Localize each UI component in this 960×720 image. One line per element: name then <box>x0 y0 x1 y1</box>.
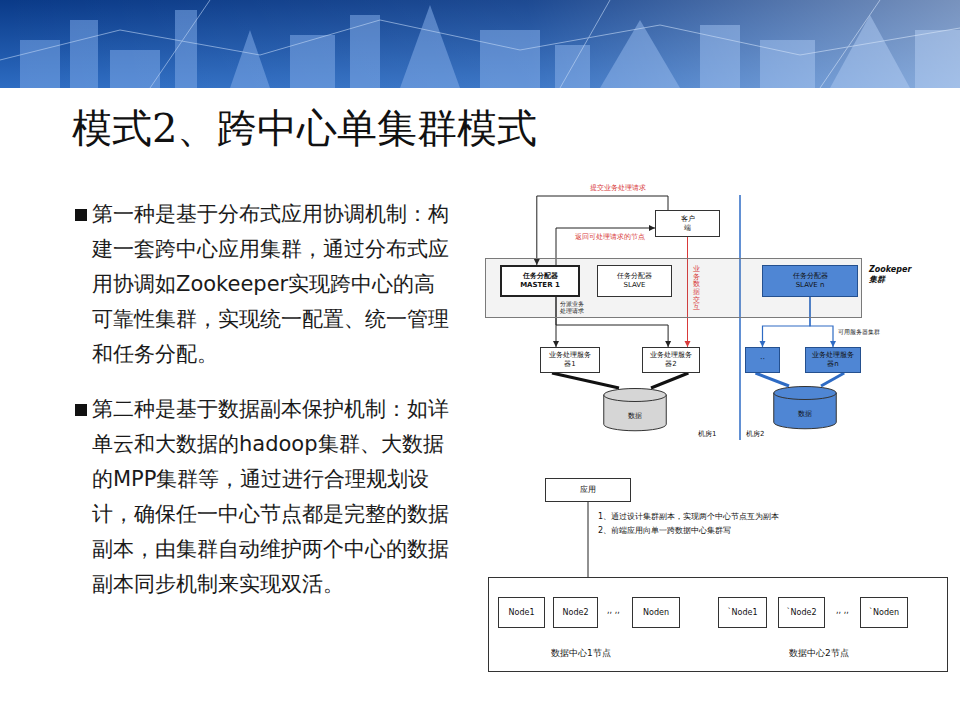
node-text: 数据中心2节点 <box>789 648 849 659</box>
text-holder: 任务分配器 MASTER 1 <box>518 272 562 290</box>
connector-line <box>756 373 790 386</box>
node-text: 数据 <box>798 410 812 419</box>
text-holder: `Noden <box>869 608 899 618</box>
text-holder: 任务分配器 SLAVE n <box>788 272 832 290</box>
node-text: `Noden <box>869 608 899 618</box>
text-holder: 数据 <box>628 412 642 421</box>
node-text: 数据 <box>628 412 642 421</box>
cylinder-outline <box>773 386 837 430</box>
note-text: 2、前端应用向单一跨数据中心集群写 <box>598 526 731 536</box>
ellipsis-mark: ,, ,, <box>607 606 620 616</box>
node-text: 应用 <box>580 485 596 495</box>
node-text: ·· <box>759 356 767 365</box>
datacenter-frame: 数据中心1节点 数据中心2节点 Node1 Node2 Noden `Node1 `Node… <box>488 577 948 672</box>
slave-box: 任务分配器 SLAVE n <box>762 265 858 297</box>
bullet-text: 第二种是基于数据副本保护机制：如详单云和大数据的hadoop集群、大数据的MPP… <box>92 392 454 602</box>
banner-glow <box>0 0 960 88</box>
node-text: 业务处理服务器2 <box>650 351 693 369</box>
node-text: `Node2 <box>787 608 817 618</box>
connector <box>756 373 790 386</box>
banner <box>0 0 960 88</box>
server-box: 业务处理服务器2 <box>642 347 700 373</box>
bullet-text: 第一种是基于分布式应用协调机制：构建一套跨中心应用集群，通过分布式应用协调如Zo… <box>92 197 454 372</box>
node-box: `Noden <box>860 597 908 628</box>
connector <box>552 373 619 388</box>
connector <box>821 373 844 386</box>
node-text: Node1 <box>509 608 535 618</box>
ellipsis-mark: ,, ,, <box>836 606 849 616</box>
slave-box: 任务分配器 SLAVE <box>597 265 672 297</box>
node-text: 任务分配器 SLAVE <box>613 272 657 290</box>
database-cylinder: 数据 <box>603 388 667 432</box>
bullet-square <box>75 404 87 416</box>
node-text: Noden <box>643 608 669 618</box>
connector-line <box>537 196 668 265</box>
slide-title: 模式2、跨中心单集群模式 <box>72 104 537 152</box>
node-text: Node2 <box>563 608 589 618</box>
node-text: 任务分配器 SLAVE n <box>788 272 832 290</box>
text-holder: `Node2 <box>787 608 817 618</box>
text-holder: 数据 <box>798 410 812 419</box>
connector <box>534 196 668 265</box>
node-box: `Node2 <box>778 597 825 628</box>
text-holder: 业务处理服务器1 <box>549 351 592 369</box>
server-box: 业务处理服务器n <box>805 347 861 373</box>
text-holder: 业务处理服务器n <box>812 351 855 369</box>
text-holder: Noden <box>643 608 669 618</box>
client-box: 客户端 <box>655 210 720 237</box>
node-box: `Node1 <box>718 597 767 628</box>
cluster-note: 可用服务器集群 <box>838 328 880 335</box>
text-holder: Node2 <box>563 608 589 618</box>
node-text: 任务分配器 MASTER 1 <box>518 272 562 290</box>
node-box: Node1 <box>498 597 545 628</box>
node-box: Noden <box>632 597 680 628</box>
connector <box>651 373 688 388</box>
master-box: 任务分配器 MASTER 1 <box>500 265 580 297</box>
room-label: 机房1 <box>698 430 716 438</box>
text-holder: Node1 <box>509 608 535 618</box>
node-text: 业务处理服务器n <box>812 351 855 369</box>
connector <box>588 502 589 577</box>
edge-label: 提交业务处理请求 <box>590 184 646 192</box>
cylinder-top <box>774 387 837 400</box>
database-cylinder: 数据 <box>773 386 837 430</box>
note-text: 1、通过设计集群副本，实现两个中心节点互为副本 <box>598 512 779 522</box>
connector-line <box>821 373 844 386</box>
node-text: 客户端 <box>680 215 695 233</box>
server-box: 业务处理服务器1 <box>540 347 600 373</box>
text-holder: `Node1 <box>728 608 758 618</box>
edge-label: 分派业务处理请求 <box>560 300 586 314</box>
cylinder-outline <box>603 388 667 432</box>
cylinder-top <box>604 389 667 402</box>
text-holder: 业务处理服务器2 <box>650 351 693 369</box>
banner-ground <box>0 0 960 88</box>
text-holder: 应用 <box>580 485 596 495</box>
connector-line <box>588 502 589 577</box>
text-holder: 任务分配器 SLAVE <box>613 272 657 290</box>
connector-line <box>651 373 688 388</box>
room-label: 机房2 <box>746 430 764 438</box>
text-holder: ·· <box>759 356 767 365</box>
bullet-square <box>75 209 87 221</box>
node-text: Zookeper 集群 <box>869 265 915 285</box>
node-text: 数据中心1节点 <box>551 648 611 659</box>
node-text: 业务处理服务器1 <box>549 351 592 369</box>
node-box: Node2 <box>553 597 598 628</box>
node-text: `Node1 <box>728 608 758 618</box>
server-box: ·· <box>745 347 780 373</box>
city-lines <box>0 0 960 88</box>
text-holder: 客户端 <box>680 215 695 233</box>
edge-label: 返回可处理请求的节点 <box>575 233 645 241</box>
edge-label: 业务数据交互 <box>693 266 700 312</box>
app-box: 应用 <box>545 478 631 502</box>
connector-line <box>552 373 619 388</box>
cluster-band: Zookeper 集群任务分配器 MASTER 1任务分配器 SLAVE任务分配… <box>485 258 862 318</box>
